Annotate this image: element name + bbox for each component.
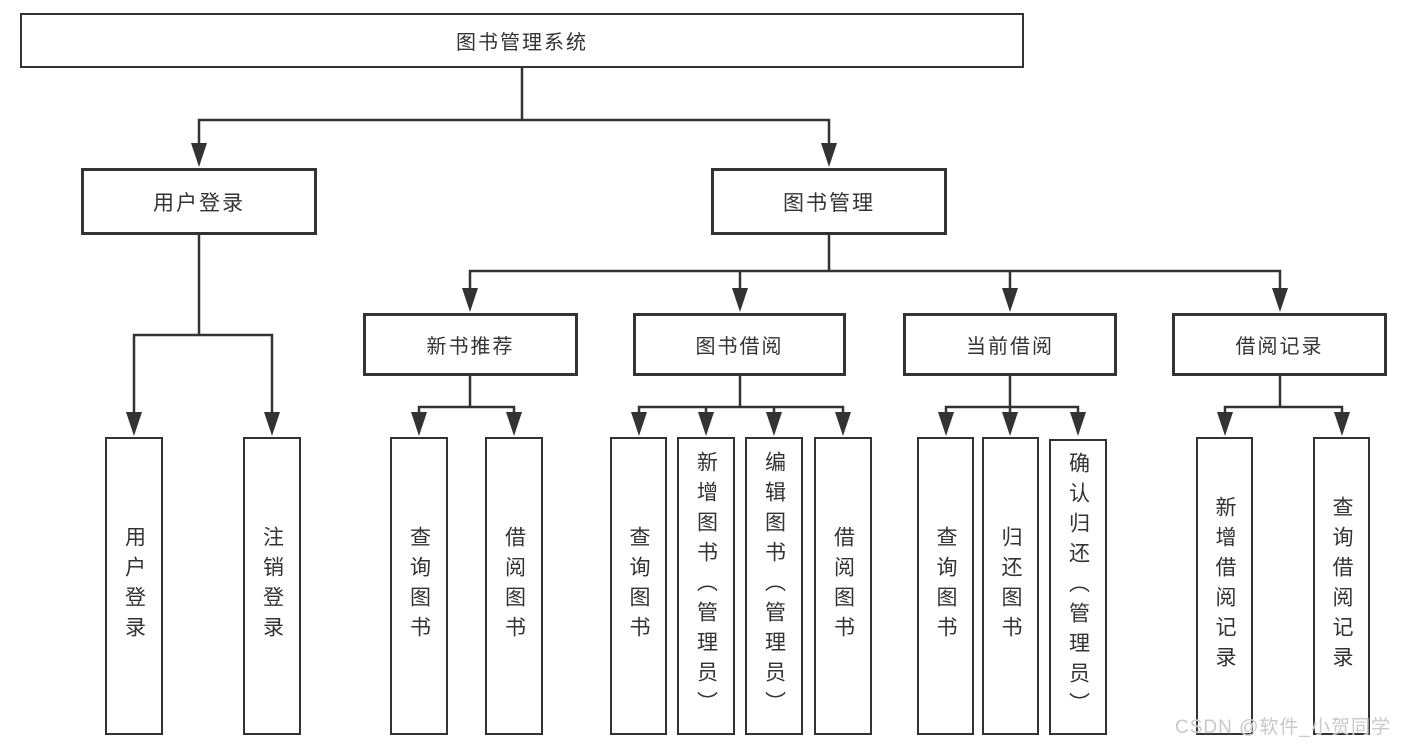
arrow-icon xyxy=(835,412,851,436)
node-label: 用户登录 xyxy=(122,526,146,646)
arrow-icon xyxy=(462,288,478,312)
node-label: 图书借阅 xyxy=(695,336,784,358)
arrow-icon xyxy=(631,412,647,436)
node-label: 新书推荐 xyxy=(426,336,515,358)
arrow-icon xyxy=(1070,412,1086,436)
node-current-borrow: 当前借阅 xyxy=(903,313,1117,376)
node-leaf-borrow-books-1: 借阅图书 xyxy=(485,437,543,735)
node-label: 查询图书 xyxy=(407,526,431,646)
connector-borrow-records xyxy=(1223,374,1344,430)
node-label: 查询借阅记录 xyxy=(1330,496,1353,676)
node-label: 借阅记录 xyxy=(1235,336,1324,358)
node-leaf-add-book-admin: 新增图书（管理员） xyxy=(677,437,735,735)
node-leaf-logout: 注销登录 xyxy=(243,437,301,735)
arrow-icon xyxy=(264,412,280,436)
node-leaf-confirm-return-admin: 确认归还（管理员） xyxy=(1049,439,1107,735)
node-label: 用户登录 xyxy=(153,191,245,215)
node-leaf-return-books: 归还图书 xyxy=(982,437,1039,735)
node-label: 借阅图书 xyxy=(831,526,855,646)
arrow-icon xyxy=(126,412,142,436)
arrow-icon xyxy=(1002,288,1018,312)
arrow-icon xyxy=(732,288,748,312)
arrowheads xyxy=(126,143,1350,436)
node-label: 归还图书 xyxy=(999,526,1022,646)
node-leaf-query-books-2: 查询图书 xyxy=(610,437,667,735)
node-label: 图书管理 xyxy=(783,191,875,215)
connector-user-login xyxy=(132,233,274,430)
arrow-icon xyxy=(1334,412,1350,436)
arrow-icon xyxy=(766,412,782,436)
arrow-icon xyxy=(506,412,522,436)
connector-new-book xyxy=(417,374,516,430)
node-leaf-edit-book-admin: 编辑图书（管理员） xyxy=(745,437,803,735)
node-book-borrow: 图书借阅 xyxy=(633,313,846,376)
node-label: 图书管理系统 xyxy=(456,32,588,54)
node-leaf-borrow-books-2: 借阅图书 xyxy=(814,437,872,735)
node-label: 新增借阅记录 xyxy=(1213,496,1236,676)
arrow-icon xyxy=(411,412,427,436)
connector-book-borrow xyxy=(637,374,845,430)
arrow-icon xyxy=(698,412,714,436)
node-book-management: 图书管理 xyxy=(711,168,947,235)
node-library-system: 图书管理系统 xyxy=(20,13,1024,68)
node-new-book-recommend: 新书推荐 xyxy=(363,313,578,376)
node-user-login: 用户登录 xyxy=(81,168,317,235)
arrow-icon xyxy=(1002,412,1018,436)
arrow-icon xyxy=(821,143,837,167)
node-leaf-query-books-1: 查询图书 xyxy=(390,437,448,735)
node-leaf-query-books-3: 查询图书 xyxy=(917,437,974,735)
node-borrow-records: 借阅记录 xyxy=(1172,313,1387,376)
node-label: 当前借阅 xyxy=(966,336,1054,358)
node-label: 注销登录 xyxy=(260,526,284,646)
node-leaf-add-borrow-record: 新增借阅记录 xyxy=(1196,437,1253,735)
connector-book-management xyxy=(468,233,1282,307)
node-label: 确认归还（管理员） xyxy=(1066,452,1090,722)
node-leaf-user-login: 用户登录 xyxy=(105,437,163,735)
arrow-icon xyxy=(1217,412,1233,436)
node-label: 新增图书（管理员） xyxy=(694,451,718,721)
connector-root xyxy=(197,66,831,162)
node-label: 查询图书 xyxy=(627,526,650,646)
arrow-icon xyxy=(1272,288,1288,312)
arrow-icon xyxy=(191,143,207,167)
arrow-icon xyxy=(938,412,954,436)
watermark-text: CSDN @软件_小贺同学 xyxy=(1175,717,1391,738)
node-label: 编辑图书（管理员） xyxy=(762,451,786,721)
node-label: 查询图书 xyxy=(934,526,957,646)
node-leaf-query-borrow-record: 查询借阅记录 xyxy=(1313,437,1370,735)
node-label: 借阅图书 xyxy=(502,526,526,646)
